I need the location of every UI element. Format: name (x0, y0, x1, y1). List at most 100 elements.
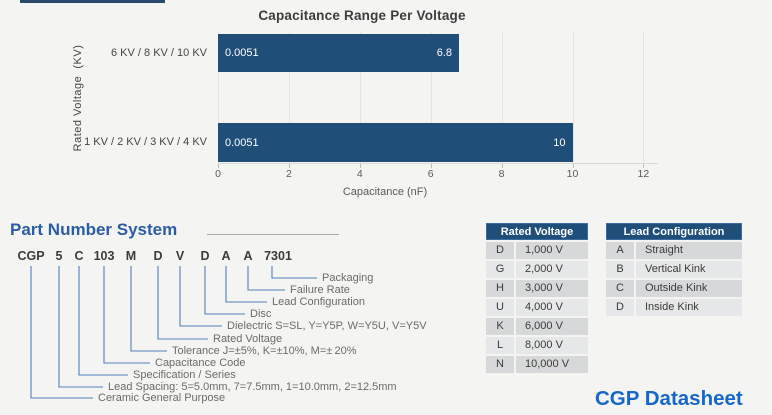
axis-tick (359, 164, 361, 168)
x-tick-label: 10 (566, 168, 579, 180)
code-cell: D (486, 242, 514, 259)
part-number-segment: D (153, 249, 163, 263)
gridline (430, 32, 432, 164)
callout-line (103, 266, 150, 364)
code-cell: U (486, 299, 514, 316)
code-cell: B (606, 261, 634, 278)
x-tick-label: 2 (285, 168, 292, 180)
axis-tick (288, 164, 290, 168)
gridline (359, 32, 361, 164)
rated-voltage-table-header: Rated Voltage (486, 223, 588, 240)
part-number-segment-label: Lead Configuration (272, 296, 365, 308)
part-number-segment: C (74, 249, 84, 263)
part-number-segment: A (221, 249, 231, 263)
part-number-segment: D (200, 249, 210, 263)
value-cell: Inside Kink (636, 299, 742, 316)
cropped-toolbar-remnant (20, 0, 165, 3)
part-number-segment-label: Packaging (322, 272, 374, 284)
callout-line (30, 266, 93, 399)
x-axis-label: Capacitance (nF) (342, 186, 428, 198)
value-cell: 1,000 V (516, 242, 588, 259)
bar-max-label: 10 (553, 136, 566, 149)
value-cell: Straight (636, 242, 742, 259)
code-cell: K (486, 318, 514, 335)
callout-line (204, 266, 245, 315)
callout-line (157, 266, 208, 340)
value-cell: 10,000 V (516, 356, 588, 373)
plot-area: 0.0051 6.8 0.0051 10 (218, 32, 688, 168)
code-cell: N (486, 356, 514, 373)
gridline (643, 32, 645, 164)
section-heading: Part Number System (10, 220, 178, 239)
part-number-segment: CGP (17, 249, 45, 263)
range-bar: 0.0051 6.8 (218, 34, 460, 72)
axis-tick (501, 164, 503, 168)
code-cell: H (486, 280, 514, 297)
part-number-segment-label: Specification / Series (133, 369, 236, 381)
gridline (218, 32, 219, 164)
x-tick-label: 12 (637, 168, 650, 180)
part-number-segment: 103 (93, 249, 115, 263)
part-number-segment: M (125, 249, 137, 263)
part-number-segment: V (175, 249, 185, 263)
part-number-segment: A (243, 249, 253, 263)
callout-line (225, 266, 267, 303)
range-bar: 0.0051 10 (218, 123, 573, 162)
callout-line (130, 266, 167, 352)
gridline (501, 32, 503, 164)
x-tick-label: 0 (215, 168, 221, 180)
part-number-segment-label: Ceramic General Purpose (98, 392, 226, 404)
part-number-segment-label: Rated Voltage (213, 333, 283, 345)
part-number-segment-label: Dielectric S=SL, Y=Y5P, W=Y5U, V=Y5V (227, 320, 427, 332)
value-cell: 3,000 V (516, 280, 588, 297)
code-cell: L (486, 337, 514, 354)
x-axis-line (218, 163, 658, 164)
axis-tick (430, 164, 432, 168)
code-cell: A (606, 242, 634, 259)
axis-tick (643, 164, 645, 168)
heading-rule (207, 234, 339, 235)
part-number-segment-label: Disc (250, 308, 272, 320)
cgp-datasheet-link[interactable]: CGP Datasheet (595, 387, 743, 410)
gridline (572, 32, 574, 164)
value-cell: Vertical Kink (636, 261, 742, 278)
category-label: 6 KV / 8 KV / 10 KV (111, 47, 207, 59)
callout-line (179, 266, 222, 327)
gridline (288, 32, 290, 164)
bar-max-label: 6.8 (436, 47, 453, 59)
code-cell: G (486, 261, 514, 278)
axis-tick (572, 164, 574, 168)
callout-line (58, 266, 103, 388)
category-label: 1 KV / 2 KV / 3 KV / 4 KV (84, 136, 207, 148)
part-number-segment: 5 (55, 249, 63, 263)
bar-min-label: 0.0051 (225, 47, 259, 59)
lead-configuration-table-header: Lead Configuration (606, 223, 742, 240)
code-cell: D (606, 299, 634, 316)
value-cell: Outside Kink (636, 280, 742, 297)
part-number-segment-label: Capacitance Code (155, 357, 246, 369)
x-tick-label: 8 (498, 168, 505, 180)
axis-tick (218, 164, 219, 168)
x-tick-label: 6 (427, 168, 434, 180)
callout-line (247, 266, 285, 291)
value-cell: 6,000 V (516, 318, 588, 335)
value-cell: 8,000 V (516, 337, 588, 354)
chart-title: Capacitance Range Per Voltage (258, 8, 466, 23)
part-number-segment-label: Lead Spacing: 5=5.0mm, 7=7.5mm, 1=10.0mm… (108, 381, 397, 393)
part-number-segment-label: Tolerance J=±5%, K=±10%, M=± 20% (172, 345, 357, 357)
code-cell: C (606, 280, 634, 297)
bar-min-label: 0.0051 (225, 136, 259, 149)
callout-line (271, 266, 317, 279)
